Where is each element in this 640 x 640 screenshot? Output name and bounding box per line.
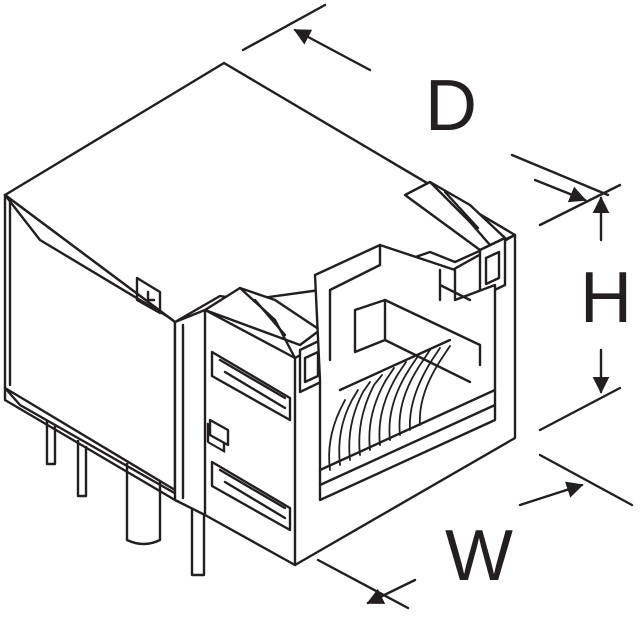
- dimension-w: W: [316, 453, 634, 610]
- height-label: H: [580, 258, 632, 338]
- led-windows: [206, 350, 292, 532]
- dimension-d: D: [241, 3, 610, 203]
- latch-right: [403, 180, 507, 299]
- depth-label: D: [425, 66, 477, 146]
- front-marker: [208, 418, 230, 447]
- rear-pins: [45, 420, 206, 577]
- contact-springs: [328, 338, 452, 471]
- width-label: W: [445, 516, 513, 596]
- housing-notch: [135, 276, 162, 315]
- dimension-h: H: [538, 183, 632, 432]
